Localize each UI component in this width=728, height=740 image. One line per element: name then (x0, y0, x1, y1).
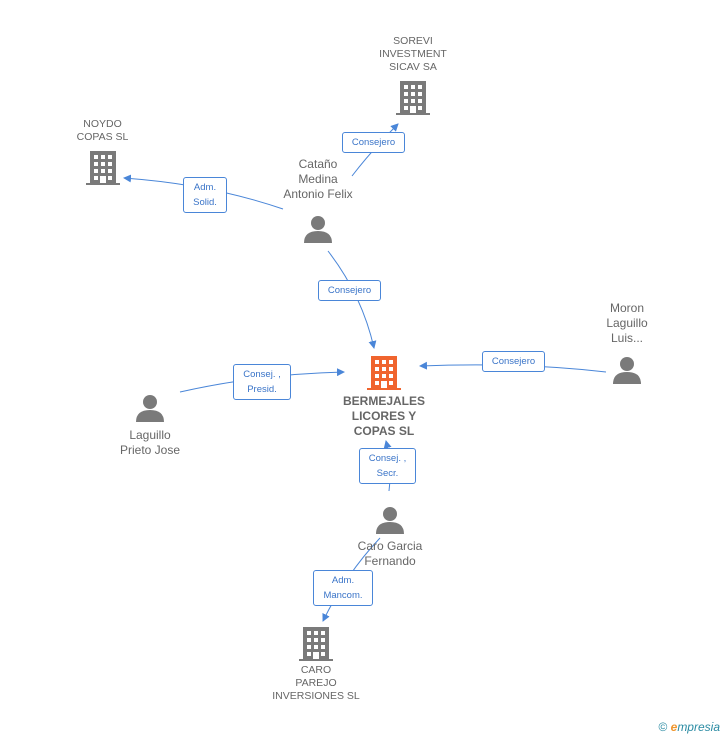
company-label-noydo: NOYDO COPAS SL (76, 118, 129, 143)
company-node-caro-parejo[interactable]: CARO PAREJO INVERSIONES SL (262, 625, 370, 703)
person-node-laguillo[interactable]: Laguillo Prieto Jose (106, 393, 194, 458)
person-node-moron[interactable]: Moron Laguillo Luis... (585, 301, 669, 385)
company-label-sorevi: SOREVI INVESTMENT SICAV SA (379, 35, 447, 73)
edge-label-caro-caroparejo[interactable]: Adm. Mancom. (313, 570, 373, 606)
person-label-caro: Caro Garcia Fernando (357, 539, 423, 568)
person-label-moron: Moron Laguillo Luis... (606, 301, 648, 345)
edge-label-caro-bermejales[interactable]: Consej. , Secr. (359, 448, 416, 484)
building-icon (299, 627, 333, 661)
person-node-catano[interactable]: Cataño Medina Antonio Felix (270, 157, 366, 244)
company-node-noydo[interactable]: NOYDO COPAS SL (55, 118, 150, 185)
person-label-catano: Cataño Medina Antonio Felix (283, 157, 353, 201)
building-icon (367, 356, 401, 390)
building-icon (396, 81, 430, 115)
company-label-bermejales: BERMEJALES LICORES Y COPAS SL (342, 394, 425, 438)
person-label-laguillo: Laguillo Prieto Jose (119, 428, 181, 457)
company-node-bermejales[interactable]: BERMEJALES LICORES Y COPAS SL (334, 354, 434, 439)
edge-label-catano-bermejales[interactable]: Consejero (318, 280, 381, 301)
person-icon (376, 507, 404, 534)
person-icon (613, 357, 641, 384)
edge-label-laguillo-bermejales[interactable]: Consej. , Presid. (233, 364, 291, 400)
edge-label-moron-bermejales[interactable]: Consejero (482, 351, 545, 372)
edge-label-catano-noydo[interactable]: Adm. Solid. (183, 177, 227, 213)
edge-label-catano-sorevi[interactable]: Consejero (342, 132, 405, 153)
brand-logo-text: mpresia (677, 720, 720, 734)
brand-logo-e: e (670, 720, 678, 734)
copyright-symbol: © (658, 720, 668, 734)
person-icon (136, 395, 164, 422)
building-icon (85, 151, 120, 185)
person-icon (304, 216, 332, 243)
company-node-sorevi[interactable]: SOREVI INVESTMENT SICAV SA (363, 35, 463, 115)
person-node-caro[interactable]: Caro Garcia Fernando (345, 505, 435, 569)
brand-footer: © empresia (658, 720, 720, 734)
company-label-caro-parejo: CARO PAREJO INVERSIONES SL (272, 664, 360, 702)
